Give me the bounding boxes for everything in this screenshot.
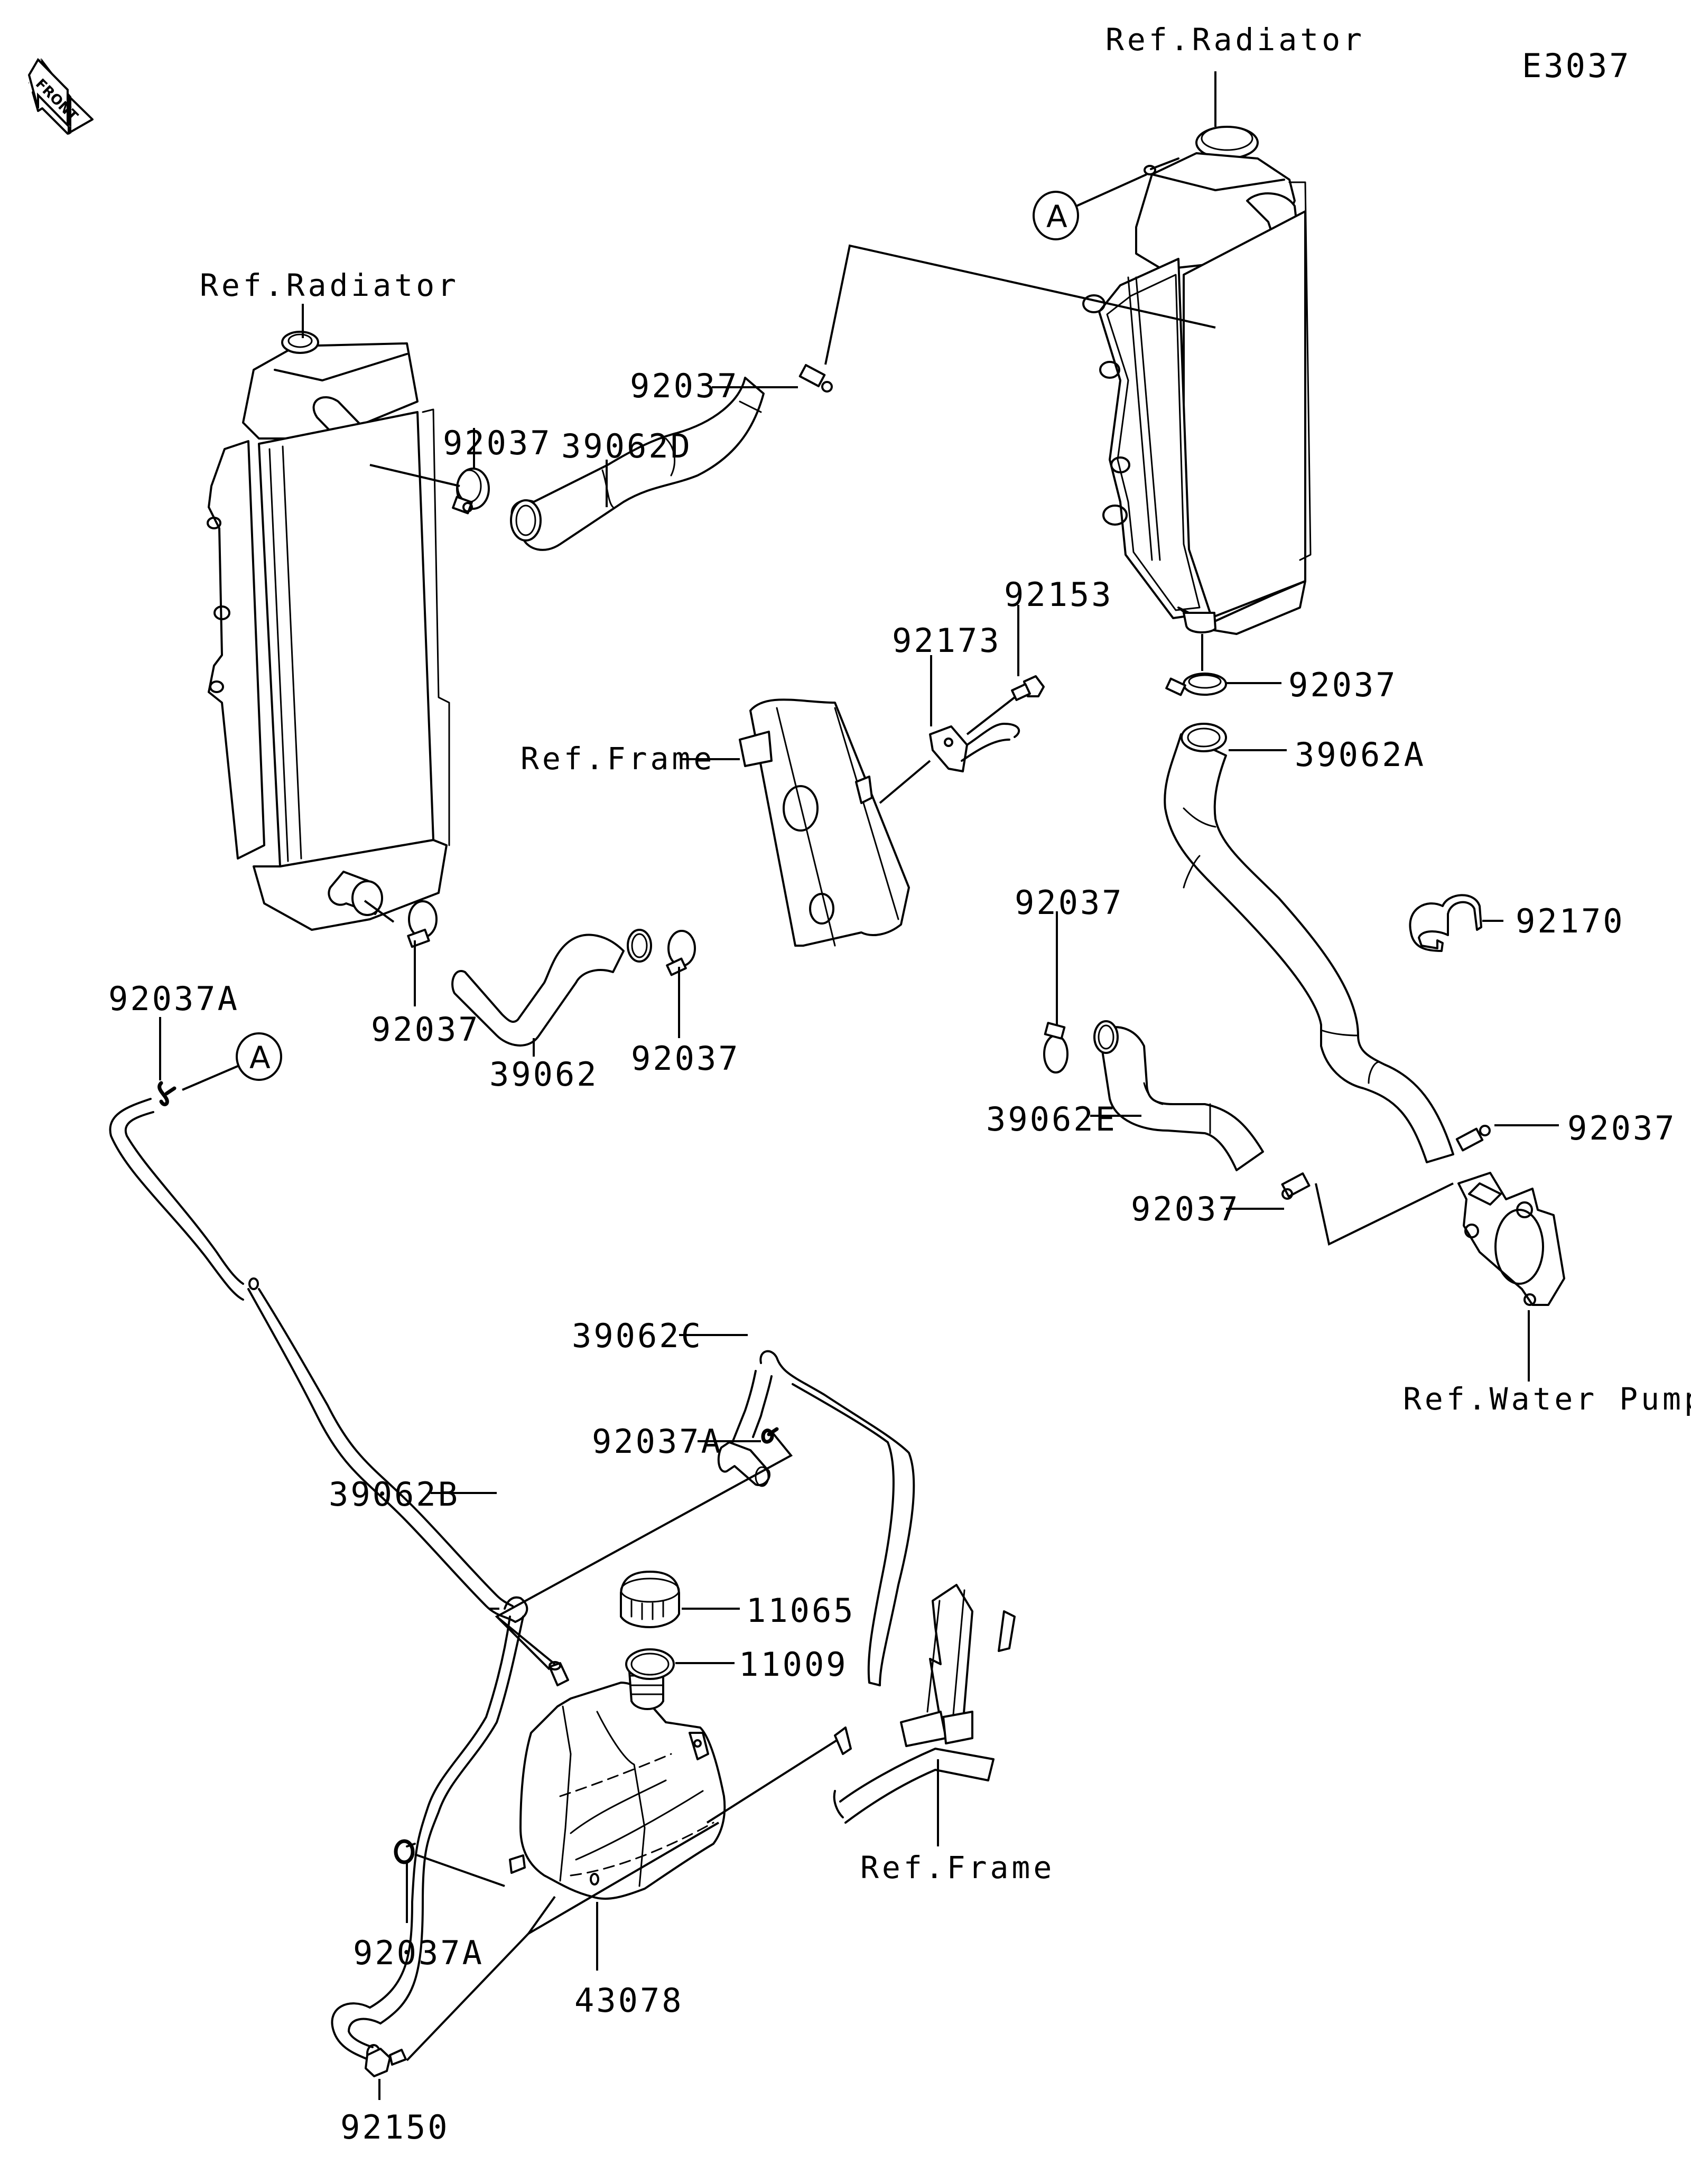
connector-a-left-label: A (249, 1040, 271, 1076)
clip-92170 (1409, 894, 1482, 952)
clamp-92037-below-right (666, 930, 696, 976)
part-92037A-mid-label: 92037A (592, 1422, 723, 1461)
connector-a-left: A (182, 1032, 282, 1091)
part-92150-label: 92150 (340, 2108, 450, 2146)
radiator-right (1082, 126, 1312, 635)
part-39062B-label: 39062B (329, 1475, 460, 1514)
hose-39062A (1164, 723, 1454, 1163)
ref-radiator-right-label: Ref.Radiator (1105, 22, 1365, 58)
clamp-92037-left (452, 468, 490, 515)
bracket-92173 (929, 723, 1020, 772)
part-92037-mid-label: 92037 (1015, 883, 1124, 922)
hose-39062E (1093, 1020, 1264, 1171)
part-39062D-label: 39062D (561, 427, 692, 465)
part-39062A-label: 39062A (1295, 735, 1426, 774)
clamp-92037-pump (1281, 1172, 1311, 1200)
clip-92037A-left (157, 1081, 176, 1106)
hose-39062B (109, 1098, 528, 2063)
hose-39062 (451, 929, 652, 1047)
part-92037-right-label: 92037 (1567, 1109, 1677, 1147)
connector-a-top: A (1033, 173, 1147, 240)
ref-frame-bottom-label: Ref.Frame (860, 1850, 1055, 1886)
cap-11065 (620, 1571, 680, 1628)
part-43078-label: 43078 (574, 1981, 684, 2020)
gasket-11009 (625, 1648, 675, 1680)
water-pump (1457, 1172, 1565, 1306)
frame-bottom (833, 1584, 1016, 1824)
bolt-92150 (365, 2048, 407, 2077)
ref-water-pump-label: Ref.Water Pump (1403, 1381, 1691, 1417)
hose-39062C (717, 1350, 915, 1686)
part-92153-label: 92153 (1004, 575, 1113, 614)
part-92037A-left-label: 92037A (108, 979, 239, 1018)
part-92037-below-left-label: 92037 (371, 1010, 480, 1049)
part-92037-right-top-label: 92037 (1288, 666, 1398, 704)
hose-39062D (510, 377, 765, 551)
diagram-code: E3037 (1522, 46, 1631, 85)
connector-a-top-label: A (1046, 199, 1067, 235)
clamp-92037-right (1455, 1125, 1491, 1152)
clamp-92037-upper (798, 364, 833, 393)
bolt-92153 (1011, 675, 1045, 701)
part-92037A-bottom-label: 92037A (353, 1934, 484, 1972)
part-11009-label: 11009 (739, 1645, 848, 1684)
part-39062C-label: 39062C (572, 1317, 703, 1355)
ref-frame-mid-label: Ref.Frame (521, 741, 715, 777)
clip-92037A-bottom (394, 1839, 416, 1864)
clamp-92037-mid (1043, 1022, 1069, 1074)
part-92037-left-clamp-label: 92037 (443, 424, 552, 462)
part-92173-label: 92173 (892, 621, 1001, 660)
clamp-92037-below-left (407, 900, 438, 948)
part-39062-label: 39062 (489, 1055, 599, 1094)
part-11065-label: 11065 (746, 1591, 856, 1630)
part-92170-label: 92170 (1516, 902, 1625, 940)
ref-radiator-left-label: Ref.Radiator (200, 267, 459, 303)
frame-mid (739, 698, 910, 947)
reservoir-tank-43078 (509, 1651, 726, 1900)
part-92037-pump-label: 92037 (1131, 1190, 1240, 1228)
radiator-left (207, 331, 450, 931)
clip-92037A-mid (761, 1427, 779, 1444)
part-92037-upper-label: 92037 (630, 367, 739, 405)
part-92037-below-right-label: 92037 (631, 1039, 740, 1078)
clamp-92037-right-top (1165, 673, 1227, 696)
part-39062E-label: 39062E (986, 1100, 1117, 1138)
